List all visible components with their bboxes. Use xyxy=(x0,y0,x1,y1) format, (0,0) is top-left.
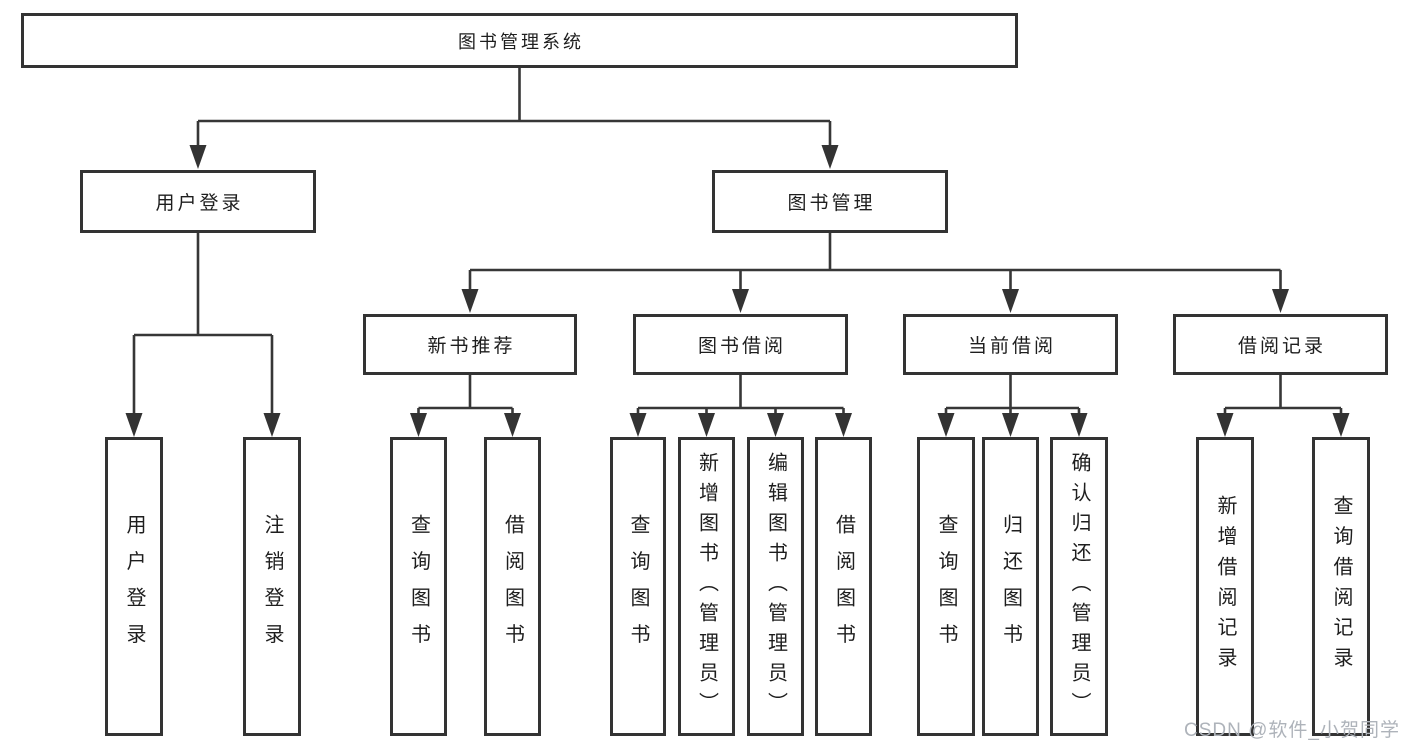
node-leaf-query-books-current: 查询图书 xyxy=(917,437,975,736)
node-book-borrow: 图书借阅 xyxy=(633,314,848,375)
node-book-management: 图书管理 xyxy=(712,170,948,233)
node-leaf-query-borrow-record: 查询借阅记录 xyxy=(1312,437,1370,736)
leaf-label: 用户登录 xyxy=(123,513,145,660)
node-leaf-edit-books-admin: 编辑图书（管理员） xyxy=(747,437,804,736)
node-leaf-borrow-books-borrow: 借阅图书 xyxy=(815,437,872,736)
node-user-login: 用户登录 xyxy=(80,170,316,233)
leaf-label: 新增图书（管理员） xyxy=(695,451,718,722)
node-leaf-add-books-admin: 新增图书（管理员） xyxy=(678,437,735,736)
node-current-borrow: 当前借阅 xyxy=(903,314,1118,375)
node-leaf-borrow-books-recommend: 借阅图书 xyxy=(484,437,541,736)
leaf-label: 注销登录 xyxy=(261,513,283,660)
node-leaf-add-borrow-record: 新增借阅记录 xyxy=(1196,437,1254,736)
leaf-label: 新增借阅记录 xyxy=(1214,495,1236,678)
node-leaf-user-login: 用户登录 xyxy=(105,437,163,736)
node-new-book-recommend: 新书推荐 xyxy=(363,314,577,375)
node-leaf-return-books: 归还图书 xyxy=(982,437,1039,736)
leaf-label: 查询图书 xyxy=(407,513,430,660)
node-leaf-logout: 注销登录 xyxy=(243,437,301,736)
leaf-label: 查询借阅记录 xyxy=(1330,495,1352,678)
node-borrow-record: 借阅记录 xyxy=(1173,314,1388,375)
node-leaf-query-books-recommend: 查询图书 xyxy=(390,437,447,736)
node-leaf-confirm-return-admin: 确认归还（管理员） xyxy=(1050,437,1108,736)
leaf-label: 借阅图书 xyxy=(832,513,855,660)
leaf-label: 借阅图书 xyxy=(501,513,524,660)
node-leaf-query-books-borrow: 查询图书 xyxy=(610,437,666,736)
leaf-label: 编辑图书（管理员） xyxy=(764,451,787,722)
csdn-watermark: CSDN @软件_小贺同学 xyxy=(1184,720,1400,741)
node-root: 图书管理系统 xyxy=(21,13,1018,68)
leaf-label: 查询图书 xyxy=(935,513,957,660)
leaf-label: 查询图书 xyxy=(627,513,649,660)
leaf-label: 归还图书 xyxy=(999,513,1022,660)
leaf-label: 确认归还（管理员） xyxy=(1068,451,1090,722)
